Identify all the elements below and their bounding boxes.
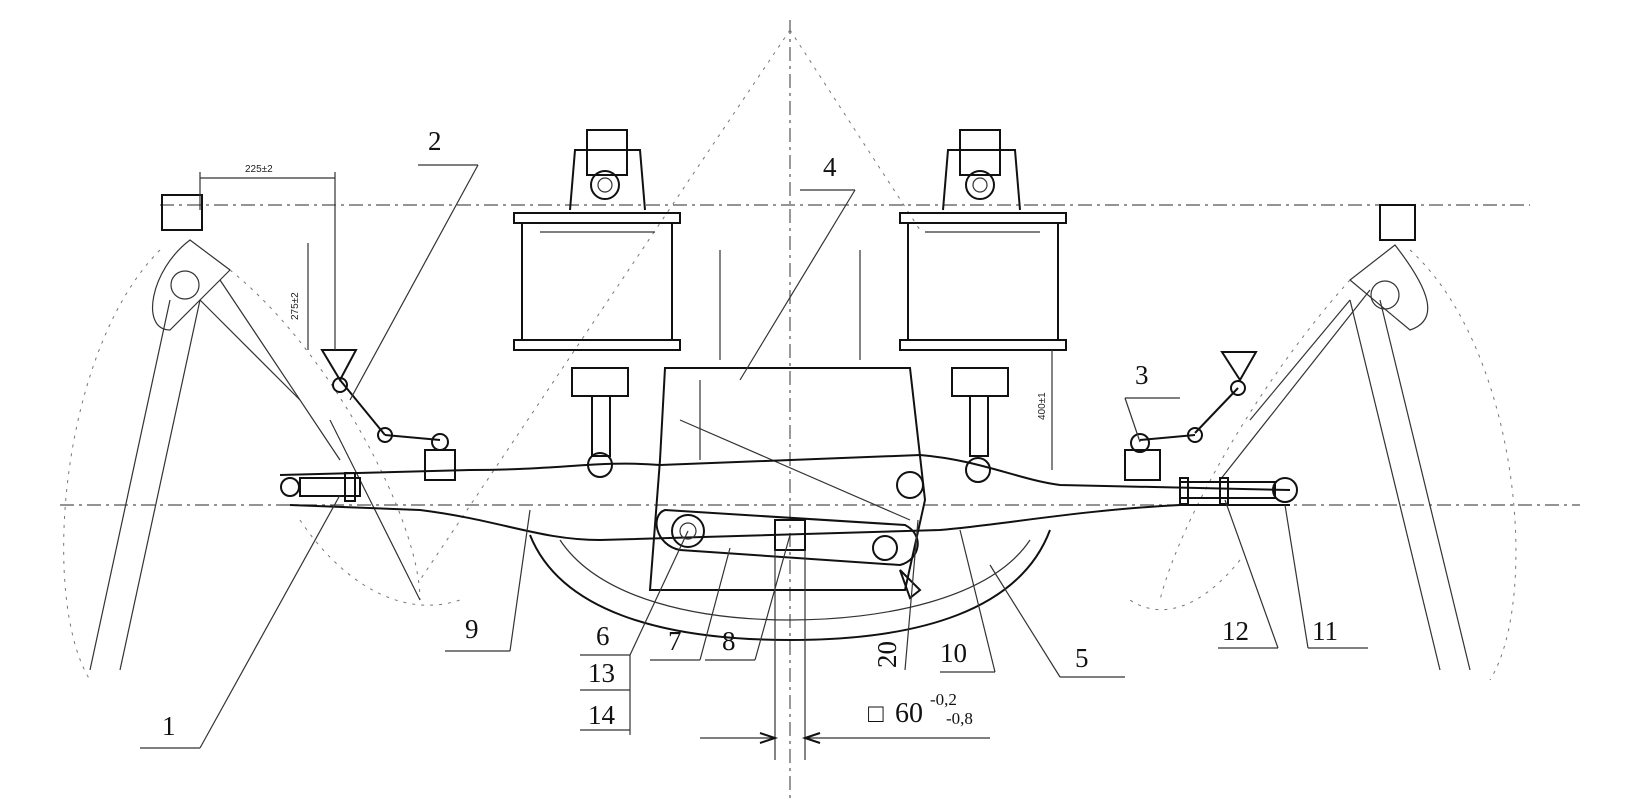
right-air-spring	[899, 129, 1067, 483]
tolerance-symbol: □	[868, 699, 884, 728]
callout-8: 8	[722, 626, 736, 656]
vertical-small-dimension-text: 275±2	[290, 292, 301, 320]
callout-12: 12	[1222, 616, 1249, 646]
callout-13: 13	[588, 658, 615, 688]
right-vertical-dimension-text: 400±1	[1037, 392, 1048, 420]
left-air-spring	[513, 129, 681, 478]
lower-link	[655, 471, 924, 600]
tolerance-upper: -0,2	[930, 690, 957, 709]
left-linkage	[280, 349, 456, 502]
right-frame-ghost	[1129, 204, 1517, 681]
construction-diagonal-left	[419, 29, 791, 581]
tolerance-nominal: 60	[895, 698, 923, 729]
callout-10: 10	[940, 638, 967, 668]
callout-14: 14	[588, 700, 616, 730]
callout-4: 4	[823, 152, 837, 182]
leader-lines	[140, 164, 1368, 749]
callout-5: 5	[1075, 643, 1089, 673]
construction-diagonal-right	[789, 29, 921, 231]
left-frame-ghost	[63, 194, 461, 681]
callout-1: 1	[162, 711, 176, 741]
top-left-dimension: 225±2 275±2 400±1	[199, 164, 1053, 470]
callout-20: 20	[872, 641, 902, 668]
right-linkage	[1124, 351, 1298, 505]
axle-beam	[279, 453, 1291, 642]
callout-9: 9	[465, 614, 479, 644]
callout-7: 7	[668, 626, 682, 656]
center-bracket	[648, 250, 927, 591]
callout-6: 6	[596, 621, 610, 651]
bottom-dimension: □ 60 -0,2 -0,8	[700, 550, 990, 760]
tolerance-lower: -0,8	[946, 709, 973, 728]
callout-3: 3	[1135, 360, 1149, 390]
callout-11: 11	[1312, 616, 1338, 646]
top-small-dimension-text: 225±2	[245, 164, 273, 175]
callout-2: 2	[428, 126, 442, 156]
